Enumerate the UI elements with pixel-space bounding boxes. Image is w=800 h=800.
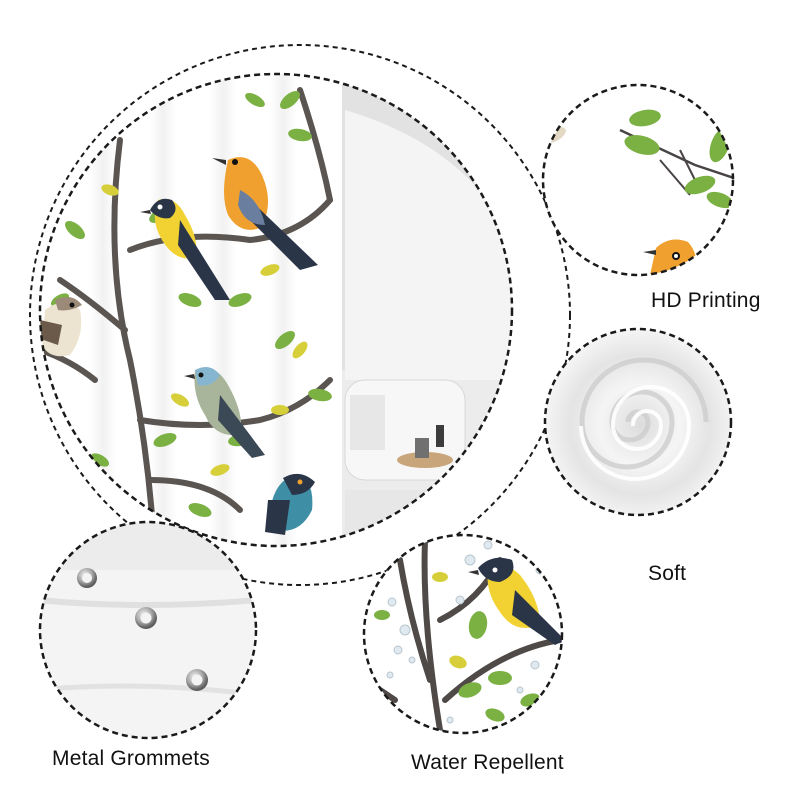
water-circle-border [362,533,564,735]
water-repellent-label: Water Repellent [411,751,564,774]
yellow-navy-bird [140,198,230,300]
grommet-icon [77,568,97,588]
navy-yellow-bird [468,557,562,645]
grommet-icon [186,669,208,691]
small-brown-bird [40,296,82,357]
hd-circle-border [541,83,735,277]
metal-circle-border [38,520,258,740]
soft-circle-border [543,327,733,517]
water-repellent-detail [364,535,562,733]
metal-grommets-detail [40,522,256,738]
hd-printing-label: HD Printing [651,289,761,312]
grommet-icon [135,607,157,629]
hd-printing-detail [543,85,733,275]
soft-label: Soft [648,562,687,585]
metal-grommets-label: Metal Grommets [52,747,210,770]
soft-fabric-detail [545,329,731,515]
main-circle-border [38,72,514,548]
blue-grey-bird [184,366,265,458]
outer-dashed-ring [29,44,571,586]
teal-bird [265,473,315,535]
orange-bird [212,157,318,270]
